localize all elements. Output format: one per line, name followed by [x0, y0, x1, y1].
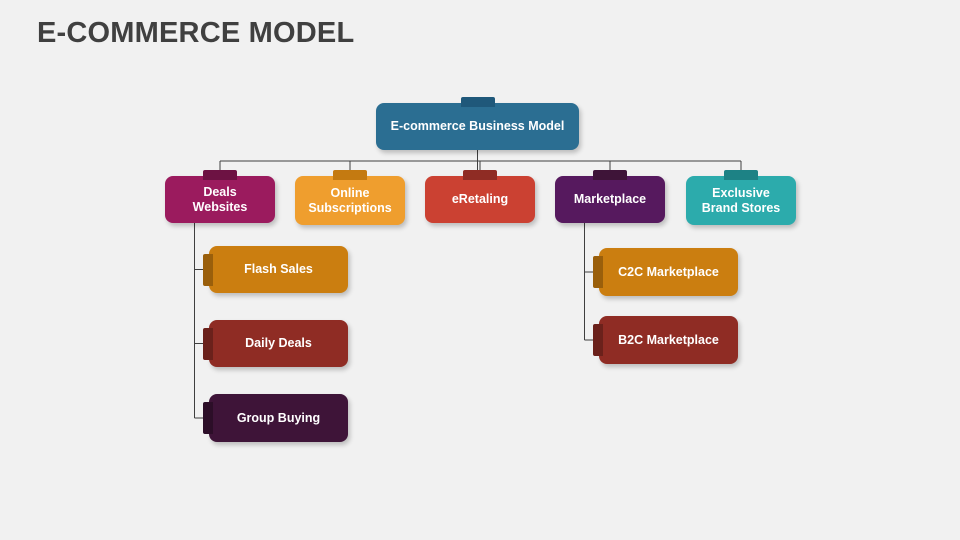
- node-notch-top: [463, 170, 497, 180]
- node-notch-top: [724, 170, 758, 180]
- node-label: Deals Websites: [192, 184, 248, 214]
- node-notch-top: [593, 170, 627, 180]
- node-notch-left: [203, 327, 213, 360]
- node-flash-sales[interactable]: Flash Sales: [203, 246, 348, 293]
- node-notch-top: [333, 170, 367, 180]
- node-label: eRetaling: [451, 192, 509, 207]
- node-b2c-marketplace[interactable]: B2C Marketplace: [593, 316, 738, 364]
- node-label: Online Subscriptions: [308, 185, 392, 215]
- node-label: Daily Deals: [245, 336, 312, 351]
- node-online-subscriptions[interactable]: Online Subscriptions: [295, 170, 405, 225]
- node-c2c-marketplace[interactable]: C2C Marketplace: [593, 248, 738, 296]
- node-daily-deals[interactable]: Daily Deals: [203, 320, 348, 367]
- node-label: C2C Marketplace: [618, 264, 719, 279]
- node-label: Flash Sales: [244, 262, 313, 277]
- node-eretailing[interactable]: eRetaling: [425, 170, 535, 223]
- node-deals-websites[interactable]: Deals Websites: [165, 170, 275, 223]
- node-label: E-commerce Business Model: [390, 119, 565, 134]
- node-label: B2C Marketplace: [618, 332, 719, 347]
- node-exclusive-brand-stores[interactable]: Exclusive Brand Stores: [686, 170, 796, 225]
- node-label: Group Buying: [236, 410, 321, 425]
- node-notch-left: [593, 324, 603, 356]
- node-group-buying[interactable]: Group Buying: [203, 394, 348, 442]
- page-title: E-COMMERCE MODEL: [37, 17, 355, 49]
- node-label: Exclusive Brand Stores: [701, 185, 781, 215]
- node-notch-left: [203, 253, 213, 286]
- node-marketplace[interactable]: Marketplace: [555, 170, 665, 223]
- node-notch-top: [203, 170, 237, 180]
- node-notch-top: [460, 97, 495, 107]
- node-label: Marketplace: [573, 192, 647, 207]
- node-notch-left: [593, 256, 603, 288]
- node-notch-left: [203, 402, 213, 434]
- node-ecommerce-business-model[interactable]: E-commerce Business Model: [376, 97, 579, 150]
